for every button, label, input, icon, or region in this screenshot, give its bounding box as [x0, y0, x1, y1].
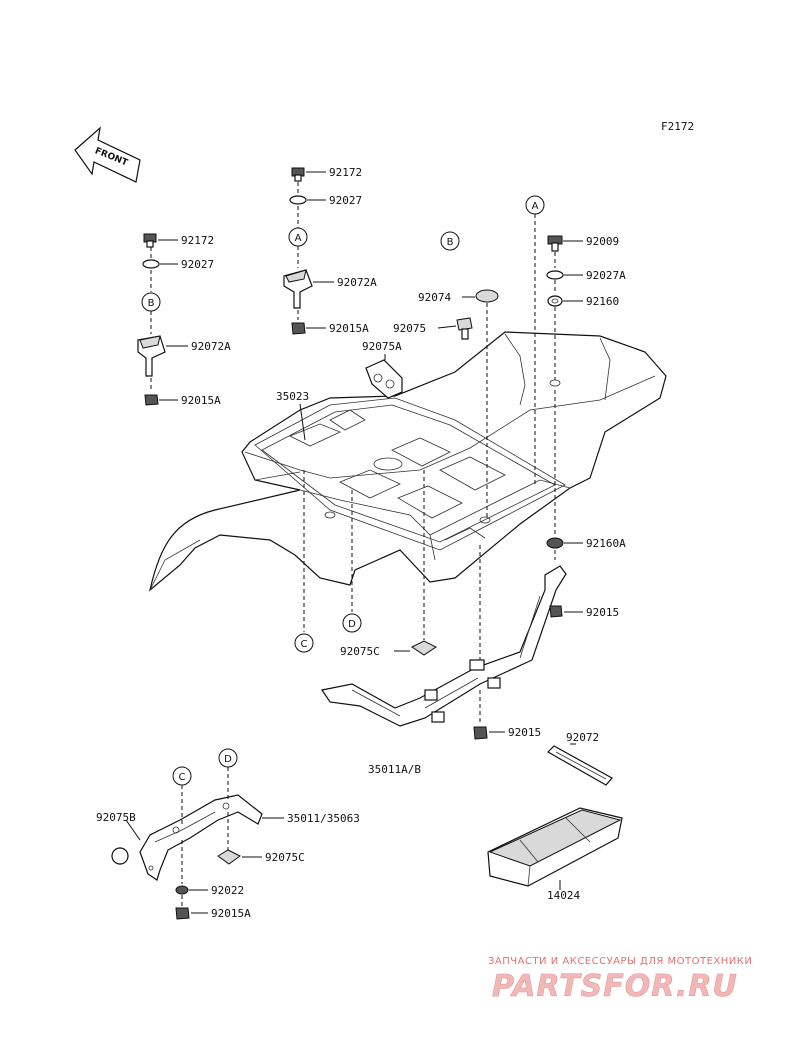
part-label: 92027: [181, 258, 214, 271]
watermark-brand: PARTSFOR.RU: [492, 969, 738, 1004]
part-label: 92015A: [211, 907, 251, 920]
part-label: 92072A: [337, 276, 377, 289]
leader: [125, 819, 141, 841]
part-label: 92075A: [362, 340, 402, 353]
callout-a-right-label: A: [532, 201, 539, 212]
callout-c-low: [172, 766, 192, 786]
part-label: 92160: [586, 295, 619, 308]
callout-a-left-label: A: [295, 233, 302, 244]
box-14024: [487, 807, 623, 887]
nut-92015a-low: [175, 907, 190, 920]
pad-92075c-mid: [411, 640, 437, 656]
pad-92075b: [111, 847, 129, 865]
part-label: 92072A: [191, 340, 231, 353]
watermark-tagline: ЗАПЧАСТИ И АКСЕССУАРЫ ДЛЯ МОТОТЕХНИКИ: [488, 956, 752, 967]
part-label: 92075C: [265, 851, 305, 864]
callout-b-left-label: B: [148, 298, 155, 309]
callout-d-mid-label: D: [348, 619, 356, 630]
watermark: ЗАПЧАСТИ И АКСЕССУАРЫ ДЛЯ МОТОТЕХНИКИ PA…: [488, 956, 752, 1004]
nut-92015-lower: [473, 726, 488, 740]
callout-b-center-label: B: [447, 237, 454, 248]
part-label: 92075: [393, 322, 426, 335]
callout-d-low: [218, 748, 238, 768]
pad-92075c-low: [217, 849, 241, 865]
part-label: 92074: [418, 291, 451, 304]
callout-c-mid-label: C: [301, 639, 308, 650]
callout-c-low-label: C: [179, 772, 186, 783]
plug-92074: [475, 289, 499, 303]
part-label: 92075B: [96, 811, 136, 824]
part-label: 35011A/B: [368, 763, 421, 776]
rear-bracket-35011ab: [321, 565, 567, 727]
lower-bracket-35011-35063: [139, 794, 263, 881]
part-label: 92027: [329, 194, 362, 207]
callout-d-mid: [342, 613, 362, 633]
part-label: 35023: [276, 390, 309, 403]
callout-c-mid: [294, 633, 314, 653]
part-label: 35011/35063: [287, 812, 360, 825]
part-label: 92009: [586, 235, 619, 248]
fastener-stack-a: A: [283, 167, 313, 335]
part-label: 92015A: [181, 394, 221, 407]
callout-d-low-label: D: [224, 754, 232, 765]
nut-92015-upper: [549, 605, 563, 618]
rear-fender: [149, 331, 667, 592]
strap-92072: [547, 745, 613, 786]
bumper-92075: [456, 317, 473, 340]
damper-92075a: [365, 359, 403, 399]
part-label: 92160A: [586, 537, 626, 550]
part-label: 92172: [329, 166, 362, 179]
washer-92022: [175, 885, 189, 895]
fastener-stack-b: B: [137, 233, 166, 406]
part-label: 92015A: [329, 322, 369, 335]
front-arrow-icon: FRONT: [74, 126, 141, 183]
part-label: 92015: [508, 726, 541, 739]
callout-b-center: [440, 231, 460, 251]
fastener-stack-right: [546, 235, 564, 560]
part-label: 92027A: [586, 269, 626, 282]
diagram-code: F2172: [661, 120, 694, 133]
part-label: 92072: [566, 731, 599, 744]
leader: [437, 325, 457, 329]
leader: [299, 403, 306, 441]
part-label: 92022: [211, 884, 244, 897]
part-label: 14024: [547, 889, 580, 902]
part-label: 92172: [181, 234, 214, 247]
part-label: 92075C: [340, 645, 380, 658]
part-label: 92015: [586, 606, 619, 619]
